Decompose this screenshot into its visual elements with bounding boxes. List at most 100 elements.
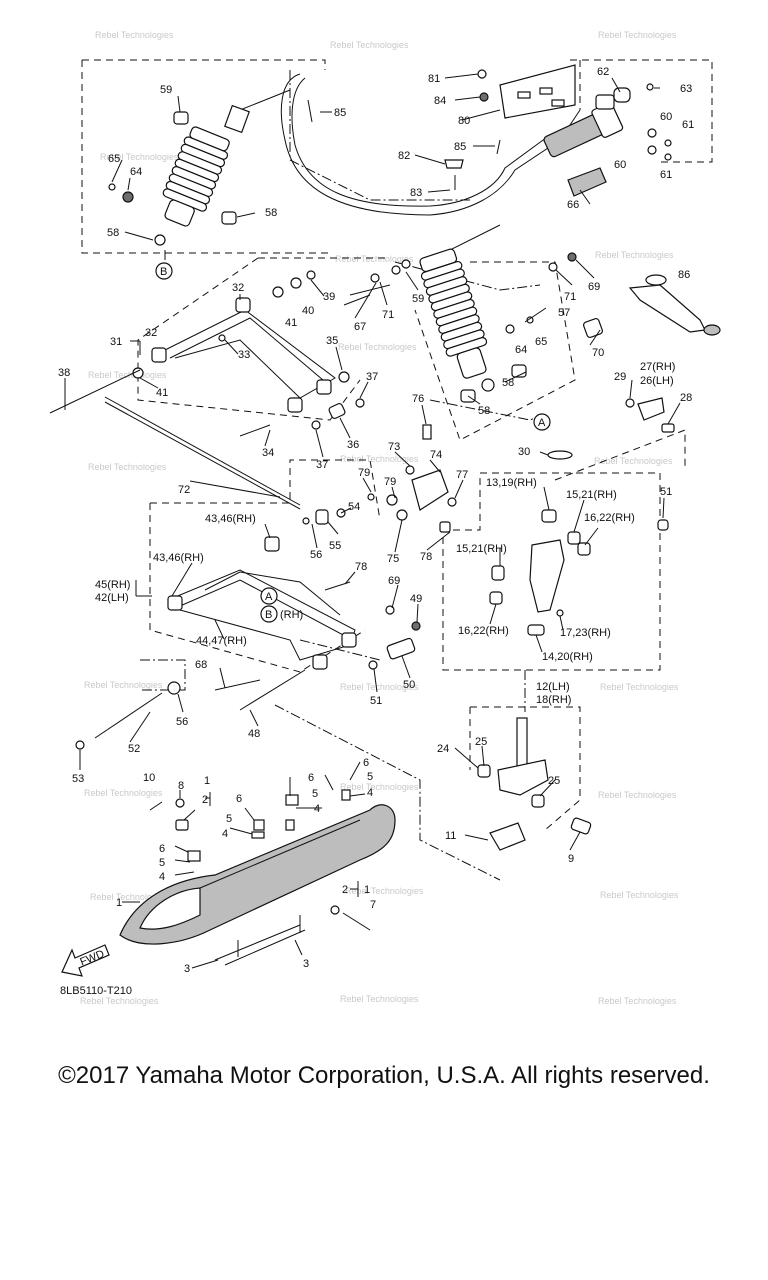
- watermark: Rebel Technologies: [340, 454, 419, 464]
- callout-b: B: [265, 609, 272, 621]
- part-label: 83: [410, 187, 422, 199]
- part-label: 6: [308, 772, 314, 784]
- watermark: Rebel Technologies: [100, 152, 179, 162]
- part-label: 9: [568, 853, 574, 865]
- part-label: 76: [412, 393, 424, 405]
- watermark: Rebel Technologies: [84, 680, 163, 690]
- part-label: 58: [502, 377, 514, 389]
- part-label: 14,20(RH): [542, 651, 593, 663]
- fwd-label: FWD: [78, 948, 106, 969]
- watermark: Rebel Technologies: [345, 886, 424, 896]
- watermark: Rebel Technologies: [340, 994, 419, 1004]
- callout-b-rh: (RH): [280, 609, 303, 621]
- part-label: 51: [660, 486, 672, 498]
- parts-diagram: Rebel Technologies Rebel Technologies Re…: [49, 30, 721, 1006]
- part-label: 78: [420, 551, 432, 563]
- part-label: 58: [478, 405, 490, 417]
- watermark: Rebel Technologies: [330, 40, 409, 50]
- part-label: 61: [660, 169, 672, 181]
- part-label: 54: [348, 501, 360, 513]
- watermark: Rebel Technologies: [84, 788, 163, 798]
- callouts: B A A B (RH): [155, 262, 551, 623]
- leader-lines: [64, 73, 681, 969]
- part-label: 25: [548, 775, 560, 787]
- callout-a: A: [265, 591, 273, 603]
- watermark: Rebel Technologies: [90, 892, 169, 902]
- part-label: 5: [159, 857, 165, 869]
- part-label: 34: [262, 447, 274, 459]
- part-label: 56: [310, 549, 322, 561]
- part-label: 42(LH): [95, 592, 129, 604]
- part-label: 27(RH): [640, 361, 675, 373]
- part-label: 64: [130, 166, 142, 178]
- watermark: Rebel Technologies: [340, 782, 419, 792]
- part-label: 30: [518, 446, 530, 458]
- part-label: 78: [355, 561, 367, 573]
- part-label: 29: [614, 371, 626, 383]
- part-label: 16,22(RH): [458, 625, 509, 637]
- part-label: 75: [387, 553, 399, 565]
- callout-b: B: [160, 266, 167, 278]
- part-label: 62: [597, 66, 609, 78]
- part-label: 43,46(RH): [205, 513, 256, 525]
- ski-hardware: [149, 789, 371, 931]
- part-label: 77: [456, 469, 468, 481]
- part-label: 6: [236, 793, 242, 805]
- part-label: 85: [454, 141, 466, 153]
- part-label: 60: [660, 111, 672, 123]
- part-label: 82: [398, 150, 410, 162]
- part-label: 6: [159, 843, 165, 855]
- rear-shock-absorber-center: [349, 224, 604, 403]
- ski-column: [477, 717, 592, 851]
- watermarks: Rebel Technologies Rebel Technologies Re…: [80, 30, 679, 1006]
- part-label: 58: [107, 227, 119, 239]
- part-label: 4: [159, 871, 165, 883]
- part-label: 41: [156, 387, 168, 399]
- part-label: 13,19(RH): [486, 477, 537, 489]
- part-label: 61: [682, 119, 694, 131]
- part-label: 24: [437, 743, 449, 755]
- part-label: 63: [680, 83, 692, 95]
- part-label: 85: [334, 107, 346, 119]
- part-label: 55: [329, 540, 341, 552]
- part-label: 58: [265, 207, 277, 219]
- part-label: 65: [535, 336, 547, 348]
- part-label: 38: [58, 367, 70, 379]
- copyright-notice: ©2017 Yamaha Motor Corporation, U.S.A. A…: [58, 1062, 710, 1089]
- watermark: Rebel Technologies: [598, 790, 677, 800]
- part-label: 3: [303, 958, 309, 970]
- steering-rod: [625, 274, 721, 433]
- watermark: Rebel Technologies: [594, 456, 673, 466]
- part-label: 56: [176, 716, 188, 728]
- part-label: 4: [314, 803, 320, 815]
- part-label: 4: [222, 828, 228, 840]
- part-label: 44,47(RH): [196, 635, 247, 647]
- part-label: 51: [370, 695, 382, 707]
- part-label: 2: [342, 884, 348, 896]
- lower-a-arm: [75, 508, 421, 750]
- part-label: 10: [143, 772, 155, 784]
- part-label: 72: [178, 484, 190, 496]
- part-label: 65: [108, 153, 120, 165]
- part-label: 31: [110, 336, 122, 348]
- part-label: 17,23(RH): [560, 627, 611, 639]
- part-label: 16,22(RH): [584, 512, 635, 524]
- part-label: 28: [680, 392, 692, 404]
- part-label: 52: [128, 743, 140, 755]
- part-label: 18(RH): [536, 694, 571, 706]
- part-label: 37: [366, 371, 378, 383]
- part-label: 5: [367, 771, 373, 783]
- watermark: Rebel Technologies: [598, 30, 677, 40]
- upper-bracket: [444, 64, 672, 197]
- part-label: 66: [567, 199, 579, 211]
- part-label: 73: [388, 441, 400, 453]
- part-label: 64: [515, 344, 527, 356]
- part-label: 80: [458, 115, 470, 127]
- upper-a-arm: [49, 270, 365, 510]
- watermark: Rebel Technologies: [80, 996, 159, 1006]
- part-label: 35: [326, 335, 338, 347]
- watermark: Rebel Technologies: [600, 890, 679, 900]
- part-label: 43,46(RH): [153, 552, 204, 564]
- fwd-arrow: FWD: [61, 944, 110, 977]
- part-labels: 59 85 65 64 58 58 81 84 80 62 63 60 61 6…: [58, 66, 694, 975]
